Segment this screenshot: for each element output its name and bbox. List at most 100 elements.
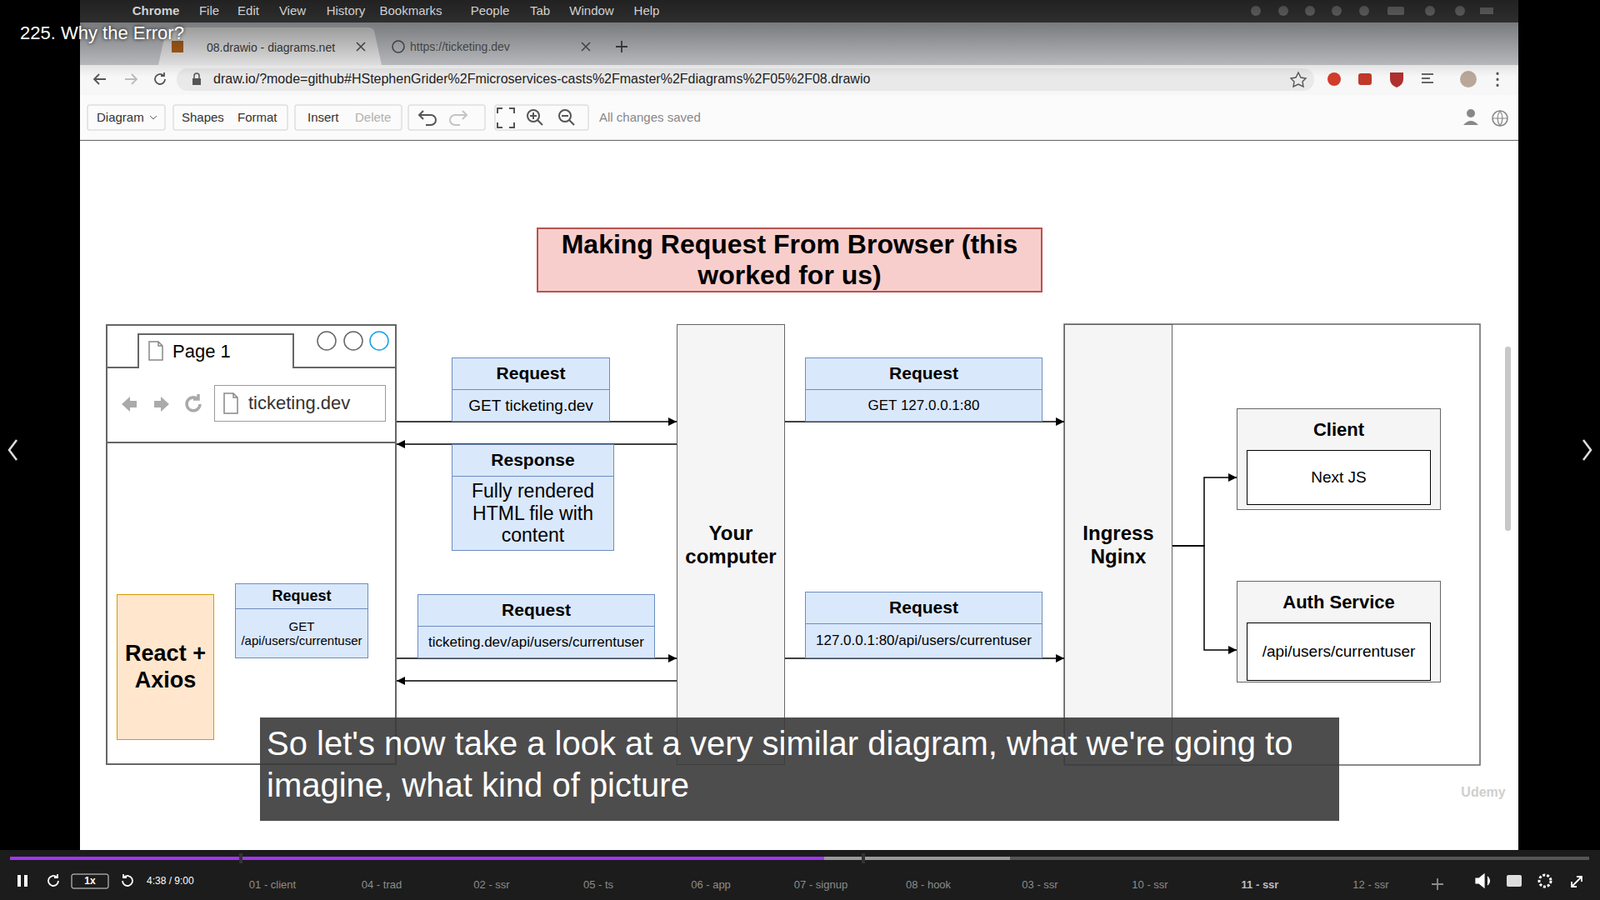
header-label: Response — [490, 450, 575, 470]
process-box: Next JS — [1246, 450, 1431, 505]
fullscreen-icon — [497, 108, 515, 128]
page-icon — [147, 340, 165, 361]
progress-marker — [861, 853, 865, 864]
progress-marker — [239, 853, 243, 864]
ui-label: 01 - client — [249, 878, 296, 892]
ui-label: 07 - signup — [794, 878, 848, 892]
next-chevron — [1583, 440, 1591, 460]
settings-icon — [1539, 875, 1551, 887]
video-title: 225. Why the Error? — [20, 22, 185, 45]
process-box: Your computer — [676, 324, 785, 765]
player-bar — [0, 850, 1600, 900]
url-bar: ticketing.dev — [214, 385, 386, 422]
cc-icon — [1506, 875, 1522, 887]
process-box: Ingress Nginx — [1064, 324, 1173, 765]
redo-icon — [450, 110, 467, 125]
box-body: GET /api/users/currentuser — [235, 609, 368, 658]
ui-label: Insert — [307, 110, 340, 125]
browser-tab: Page 1 — [137, 333, 295, 369]
box-body: Fully rendered HTML file with content — [452, 476, 614, 550]
progress-played — [10, 856, 825, 860]
box-header: Request — [805, 592, 1042, 625]
add-page — [1431, 878, 1444, 890]
window-button — [370, 331, 389, 350]
box-body: ticketing.dev/api/users/currentuser — [418, 626, 655, 658]
ui-label: All changes saved — [599, 110, 701, 125]
volume-icon — [1475, 874, 1490, 888]
box-label: Your computer — [680, 521, 781, 568]
ui-label: 05 - ts — [583, 878, 614, 892]
body-label: GET ticketing.dev — [468, 396, 594, 415]
ui-label: Chrome — [132, 3, 180, 19]
ui-label: Shapes — [181, 110, 225, 125]
box-header: Request — [418, 595, 655, 627]
request-box: Request 127.0.0.1:80/api/users/currentuse… — [805, 591, 1043, 659]
ui-label: Help — [634, 3, 660, 19]
header-label: Request — [501, 600, 571, 620]
progress-track — [10, 856, 1590, 860]
process-box: Making Request From Browser (this worked… — [536, 227, 1043, 293]
user-icon — [1466, 109, 1475, 118]
ui-label: 04 - trad — [361, 878, 402, 892]
canvas — [80, 140, 1519, 850]
box-header: Response — [452, 445, 614, 477]
ui-label: https://ticketing.dev — [410, 40, 510, 55]
speed-box — [71, 874, 109, 889]
group-header: Client — [1237, 409, 1440, 450]
ui-label: 06 - app — [690, 878, 731, 892]
progress-buffer — [824, 856, 1010, 860]
ui-label: File — [199, 3, 220, 19]
header-label: Request — [271, 587, 331, 605]
ui-label: draw.io/?mode=github#HStephenGrider%2Fmi… — [213, 70, 870, 87]
browser-window: Page 1ticketing.devReact + AxiosRequestG… — [105, 324, 397, 765]
window-button — [317, 331, 336, 350]
zoom-out-icon — [561, 115, 575, 125]
pause-icon — [24, 875, 28, 887]
ui-label: 08 - hook — [905, 878, 951, 892]
toolbar-groups — [87, 105, 589, 130]
group-label: Client — [1313, 419, 1365, 440]
toolbar-edge — [80, 140, 1519, 141]
nav-forward — [154, 396, 170, 412]
page-icon — [224, 393, 238, 414]
ui-label: Tab — [530, 3, 550, 19]
service-box: ClientNext JS — [1236, 408, 1441, 510]
prev-chevron — [9, 440, 17, 460]
lock-icon — [192, 78, 201, 85]
ui-label: Delete — [355, 110, 391, 125]
ui-label: 08.drawio - diagrams.net — [206, 40, 335, 55]
body-label: GET 127.0.0.1:80 — [868, 397, 980, 415]
ui-label: 03 - ssr — [1021, 878, 1058, 892]
box-label: /api/users/currentuser — [1262, 642, 1416, 661]
box-body: 127.0.0.1:80/api/users/currentuser — [805, 624, 1042, 658]
process-box: /api/users/currentuser — [1246, 622, 1431, 681]
service-box: Auth Service/api/users/currentuser — [1236, 580, 1441, 683]
header-label: Request — [889, 597, 959, 618]
pause-icon — [17, 875, 21, 887]
header-label: Request — [496, 363, 566, 384]
arrow-connector — [1172, 477, 1237, 546]
box-body: GET ticketing.dev — [452, 390, 610, 421]
request-box: RequestGET 127.0.0.1:80 — [805, 357, 1043, 422]
nav-back — [121, 396, 137, 412]
user-icon — [1463, 120, 1479, 125]
header-divider — [107, 441, 395, 444]
arrow-connector — [396, 680, 677, 682]
box-header: Request — [235, 584, 368, 610]
box-label: Making Request From Browser (this worked… — [541, 229, 1038, 291]
box-label: Next JS — [1310, 468, 1367, 487]
editor-toolbar — [80, 95, 1519, 140]
nav-reload — [186, 394, 200, 411]
subtitle-text: So let's now take a look at a very simil… — [266, 722, 1333, 806]
forward-icon — [122, 874, 133, 886]
ui-label: Edit — [237, 3, 260, 19]
ui-label: 10 - ssr — [1131, 878, 1168, 892]
ui-label: 1x — [84, 875, 95, 887]
page-icon — [149, 341, 163, 360]
group-label: Auth Service — [1282, 591, 1395, 613]
ui-label: Diagram — [96, 110, 145, 125]
ui-label: View — [279, 3, 306, 19]
ui-label: History — [326, 3, 366, 19]
ui-label: Bookmarks — [379, 3, 442, 19]
subtitle-box: So let's now take a look at a very simil… — [260, 717, 1340, 821]
